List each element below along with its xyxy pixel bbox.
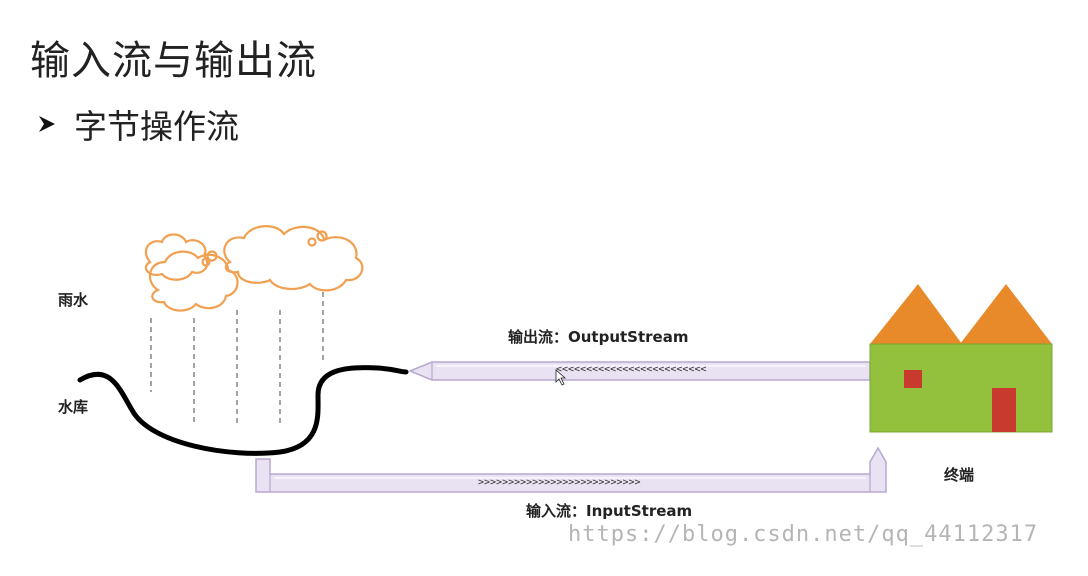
input-stream-label: 输入流：InputStream bbox=[526, 502, 693, 520]
output-stream-label: 输出流：OutputStream bbox=[508, 328, 689, 346]
output-flow-chevrons: <<<<<<<<<<<<<<<<<<<<<<<<< bbox=[556, 364, 707, 375]
reservoir-label: 水库 bbox=[58, 398, 89, 416]
cursor-icon bbox=[555, 369, 567, 386]
reservoir-curve bbox=[77, 365, 409, 456]
input-flow-chevrons: >>>>>>>>>>>>>>>>>>>>>>>>>>> bbox=[478, 477, 641, 488]
cloud-icon bbox=[144, 225, 364, 312]
slide-title: 输入流与输出流 bbox=[30, 38, 317, 84]
watermark-url: https://blog.csdn.net/qq_44112317 bbox=[568, 522, 1039, 547]
input-stream-pipe bbox=[255, 446, 887, 493]
rain-label: 雨水 bbox=[58, 291, 89, 309]
terminal-label: 终端 bbox=[944, 466, 975, 484]
arrow-bullet-icon bbox=[39, 116, 55, 132]
bullet-text: 字节操作流 bbox=[74, 107, 239, 146]
bullet-row: 字节操作流 bbox=[36, 100, 239, 148]
house-icon bbox=[869, 284, 1053, 433]
rain-lines bbox=[150, 292, 324, 425]
